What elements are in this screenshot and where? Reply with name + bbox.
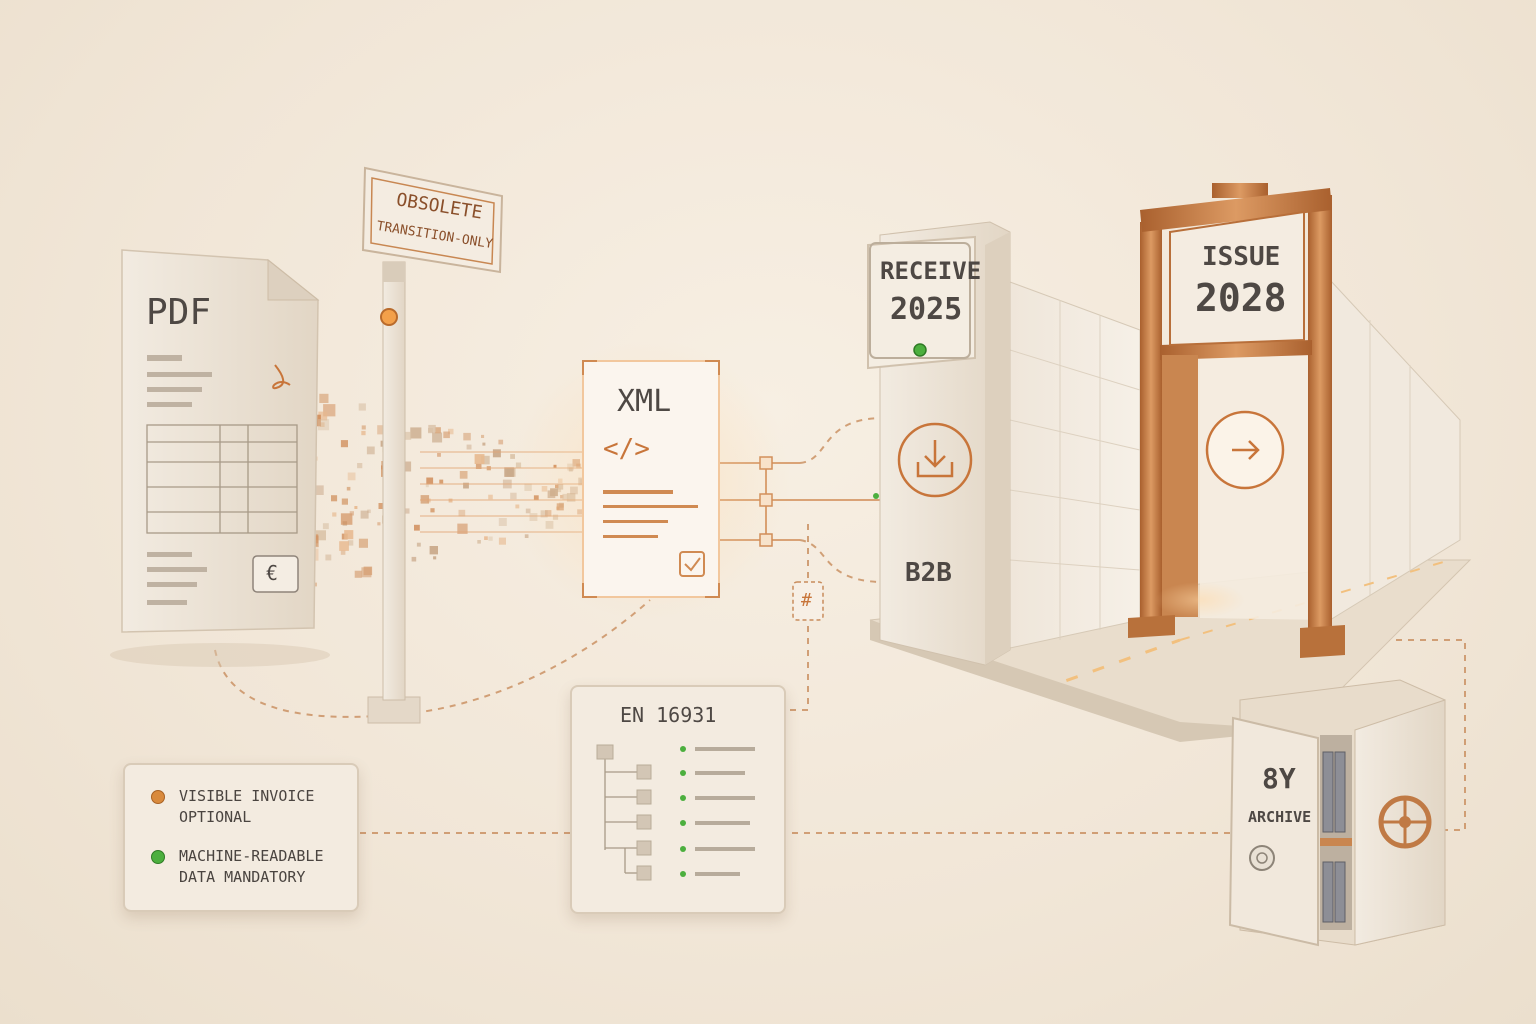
safe-wheel-icon: [1381, 798, 1429, 846]
pixel-fragment: [433, 556, 436, 559]
standard-title: EN 16931: [620, 703, 716, 727]
xml-code-symbol: </>: [603, 434, 650, 464]
pixel-fragment: [359, 539, 368, 548]
pixel-fragment: [361, 511, 369, 519]
pixel-fragment: [347, 487, 351, 491]
xml-title: XML: [617, 384, 671, 419]
pixel-fragment: [342, 499, 348, 505]
pixel-fragment: [344, 530, 353, 539]
receive-line2: 2025: [890, 292, 962, 327]
pixel-fragment: [467, 445, 472, 450]
pixel-fragment: [323, 523, 329, 529]
legend-mandatory-line2: DATA MANDATORY: [179, 868, 305, 886]
pixel-fragment: [377, 522, 380, 525]
pixel-fragment: [410, 427, 421, 438]
pixel-fragment: [359, 403, 366, 410]
pixel-fragment: [430, 508, 434, 512]
pixel-fragment: [432, 433, 442, 443]
receive-segment: B2B: [905, 558, 952, 588]
pixel-fragment: [460, 471, 468, 479]
receive-pillar: [868, 222, 1010, 665]
pixel-fragment: [350, 511, 354, 515]
xml-document: [510, 340, 790, 620]
pixel-fragment: [417, 543, 421, 547]
legend-panel: [123, 763, 359, 912]
pixel-fragment: [325, 555, 331, 561]
pixel-fragment: [426, 478, 433, 485]
euro-symbol: €: [266, 561, 278, 585]
pdf-title: PDF: [146, 292, 211, 333]
pixel-fragment: [318, 419, 329, 430]
pixel-fragment: [341, 440, 348, 447]
pixel-fragment: [361, 567, 371, 577]
archive-line1: 8Y: [1262, 762, 1296, 795]
pixel-fragment: [484, 536, 488, 540]
pixel-fragment: [332, 512, 336, 516]
pixel-fragment: [361, 431, 365, 435]
receive-line1: RECEIVE: [880, 257, 981, 285]
pixel-fragment: [439, 480, 443, 484]
legend-dot-optional: [151, 790, 165, 804]
pixel-fragment: [412, 557, 417, 562]
pixel-fragment: [481, 435, 484, 438]
pixel-fragment: [488, 537, 492, 541]
pixel-fragment: [421, 495, 430, 504]
pixel-fragment: [357, 463, 362, 468]
pixel-fragment: [498, 440, 503, 445]
pixel-fragment: [443, 432, 450, 439]
pixel-fragment: [488, 495, 493, 500]
pdf-document: [110, 250, 330, 667]
archive-line2: ARCHIVE: [1248, 808, 1311, 826]
issue-line2: 2028: [1195, 276, 1287, 320]
hash-symbol: #: [801, 590, 812, 611]
obsolete-signpost: [363, 168, 502, 723]
pixel-fragment: [339, 541, 349, 551]
legend-dot-mandatory: [151, 850, 165, 864]
issue-line1: ISSUE: [1202, 242, 1280, 272]
legend-optional-line2: OPTIONAL: [179, 808, 251, 826]
pixel-fragment: [355, 571, 362, 578]
pixel-fragment: [430, 546, 438, 554]
legend-mandatory-line1: MACHINE-READABLE: [179, 847, 324, 865]
pixel-fragment: [475, 454, 485, 464]
pixel-fragment: [362, 425, 366, 429]
pixel-fragment: [367, 447, 375, 455]
pixel-fragment: [499, 518, 507, 526]
pixel-fragment: [426, 484, 429, 487]
pixel-fragment: [428, 425, 436, 433]
pixel-fragment: [414, 525, 420, 531]
pixel-fragment: [477, 540, 481, 544]
pixel-fragment: [463, 433, 471, 441]
pixel-fragment: [499, 538, 506, 545]
pixel-fragment: [319, 394, 328, 403]
legend-optional-line1: VISIBLE INVOICE: [179, 787, 314, 805]
pixel-fragment: [354, 506, 357, 509]
pixel-fragment: [493, 449, 501, 457]
pixel-fragment: [348, 473, 356, 481]
pixel-fragment: [482, 443, 485, 446]
pixel-fragment: [437, 453, 441, 457]
pixel-fragment: [331, 495, 337, 501]
